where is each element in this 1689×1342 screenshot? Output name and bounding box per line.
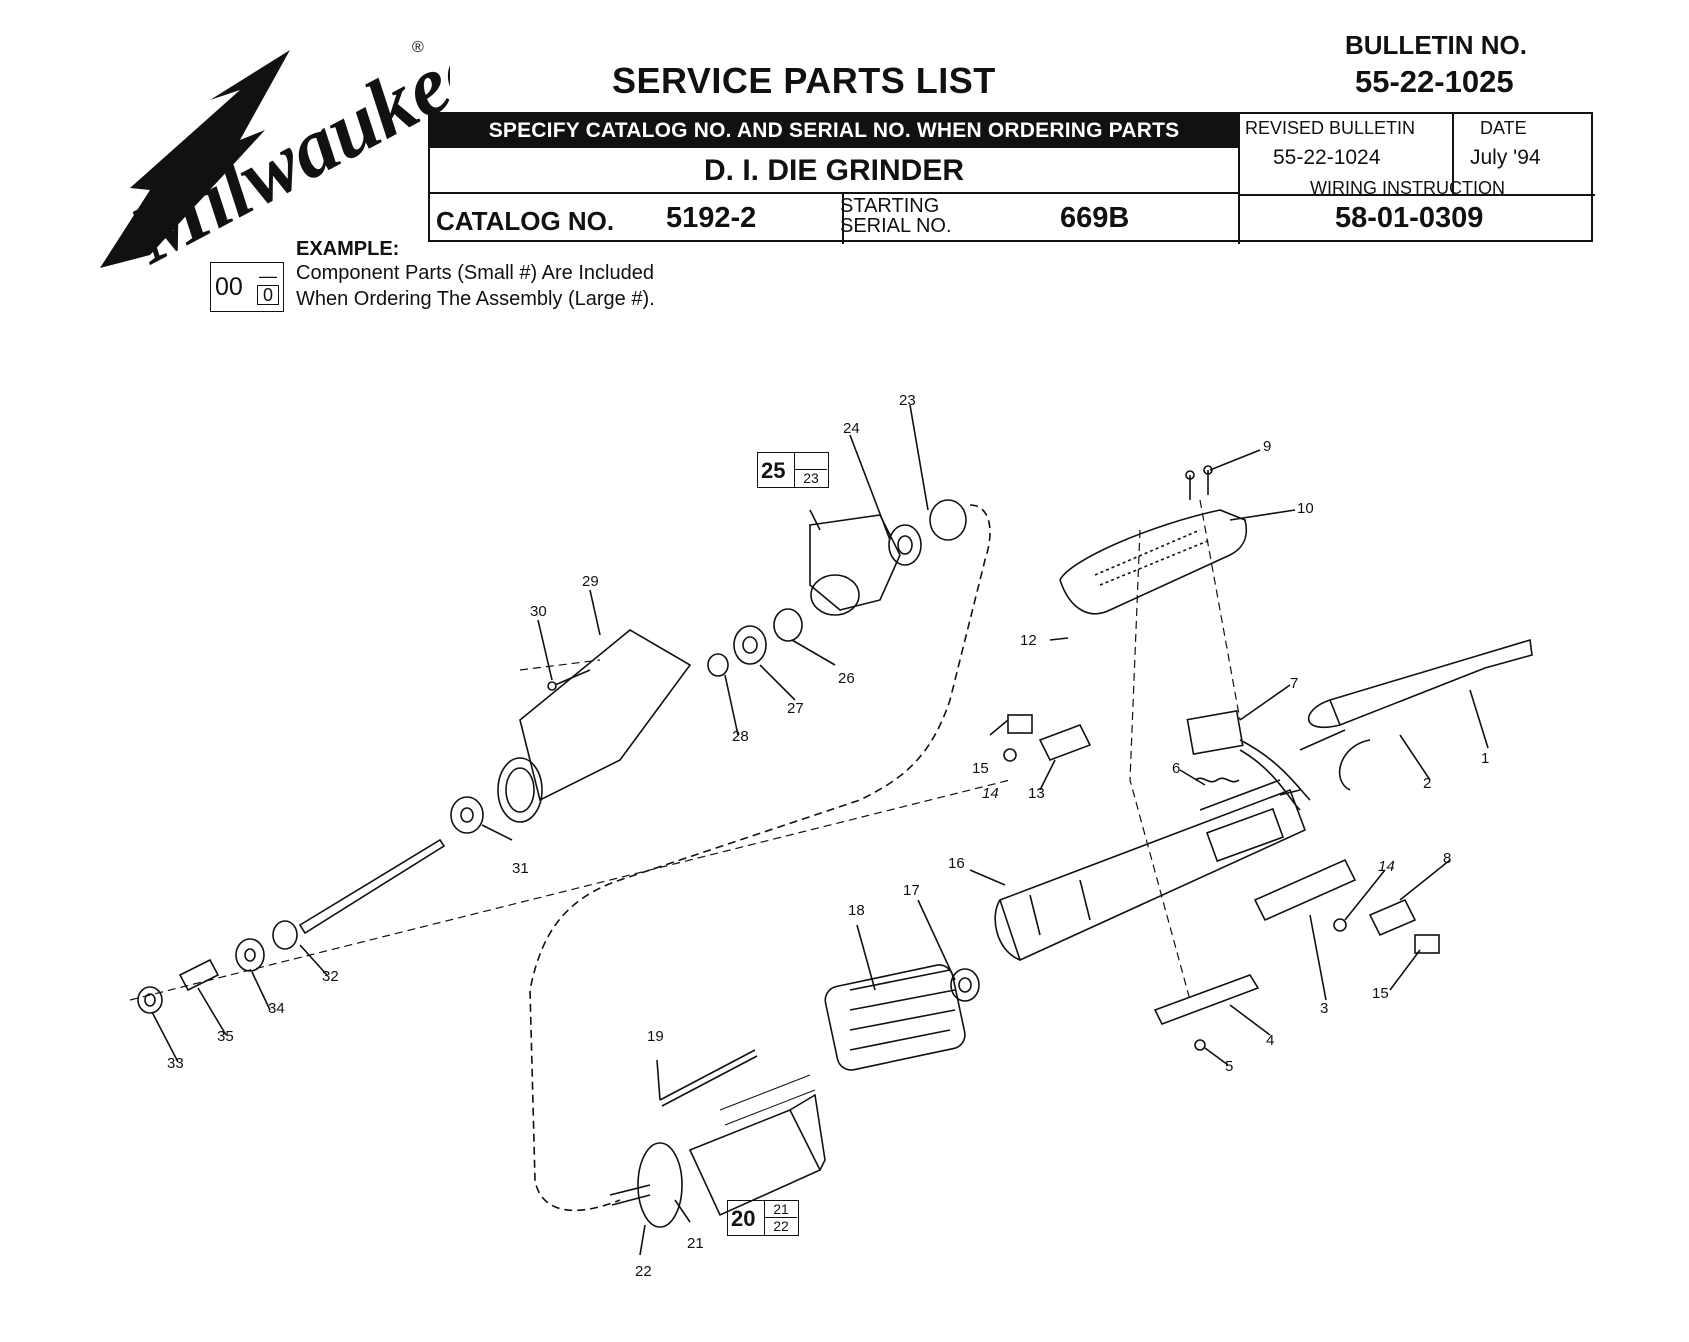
example-text-line-1: Component Parts (Small #) Are Included: [296, 262, 654, 284]
part-label-7: 7: [1290, 675, 1299, 692]
part-label-29: 29: [582, 573, 599, 590]
part-label-32: 32: [322, 968, 339, 985]
part-label-34: 34: [268, 1000, 285, 1017]
part-label-27: 27: [787, 700, 804, 717]
part-label-2: 2: [1423, 775, 1432, 792]
part-label-17: 17: [903, 882, 920, 899]
part-label-23: 23: [899, 392, 916, 409]
example-small-number: — 0: [257, 267, 279, 305]
assembly-component-bottom: 23: [803, 470, 819, 486]
diagram-drawing: [129, 404, 1533, 1256]
part-label-9: 9: [1263, 438, 1272, 455]
part-label-12: 12: [1020, 632, 1037, 649]
part-label-18: 18: [848, 902, 865, 919]
serial-number: 669B: [1060, 202, 1130, 234]
part-label-31: 31: [512, 860, 529, 877]
part-label-33: 33: [167, 1055, 184, 1072]
registered-mark: ®: [412, 39, 424, 56]
exploded-parts-diagram: 1 2 3 4 5 6 7 8 9 10 12 13 14 14 15 15 1…: [0, 380, 1689, 1342]
assembly-components: 23: [794, 453, 827, 487]
example-small-top: —: [259, 266, 277, 286]
header-table: SPECIFY CATALOG NO. AND SERIAL NO. WHEN …: [428, 112, 1595, 244]
part-label-6: 6: [1172, 760, 1181, 777]
table-divider: [1238, 194, 1595, 196]
assembly-callout-25: 25 23: [757, 452, 829, 488]
starting-label: STARTING: [840, 195, 940, 217]
bulletin-label: BULLETIN NO.: [1345, 30, 1527, 60]
part-label-14: 14: [1378, 858, 1395, 875]
example-small-bottom: 0: [257, 285, 279, 305]
example-big-number: 00: [215, 273, 243, 301]
page-title: SERVICE PARTS LIST: [612, 60, 996, 101]
part-label-4: 4: [1266, 1032, 1275, 1049]
part-label-28: 28: [732, 728, 749, 745]
example-assembly-box: 00 — 0: [210, 262, 284, 312]
part-label-22: 22: [635, 1263, 652, 1280]
part-label-13: 13: [1028, 785, 1045, 802]
assembly-component-top: [795, 453, 827, 470]
part-label-1: 1: [1481, 750, 1490, 767]
part-label-5: 5: [1225, 1058, 1234, 1075]
assembly-callout-20: 20 21 22: [727, 1200, 799, 1236]
assembly-components: 21 22: [764, 1201, 797, 1235]
catalog-label: CATALOG NO.: [436, 206, 615, 236]
example-text-line-2: When Ordering The Assembly (Large #).: [296, 288, 655, 310]
date-label: DATE: [1480, 118, 1527, 138]
ordering-banner: SPECIFY CATALOG NO. AND SERIAL NO. WHEN …: [430, 114, 1238, 148]
assembly-number: 20: [731, 1206, 756, 1231]
assembly-component-top: 21: [765, 1201, 797, 1218]
bulletin-number: 55-22-1025: [1355, 64, 1514, 99]
assembly-number: 25: [761, 458, 786, 483]
revised-bulletin-number: 55-22-1024: [1273, 146, 1381, 169]
part-label-15: 15: [1372, 985, 1389, 1002]
part-label-3: 3: [1320, 1000, 1329, 1017]
part-label-19: 19: [647, 1028, 664, 1045]
part-label-35: 35: [217, 1028, 234, 1045]
part-label-16: 16: [948, 855, 965, 872]
part-label-24: 24: [843, 420, 860, 437]
logo-wordmark: Milwaukee: [115, 30, 450, 280]
revised-bulletin-label: REVISED BULLETIN: [1245, 118, 1416, 138]
table-divider: [842, 194, 844, 244]
part-label-21: 21: [687, 1235, 704, 1252]
catalog-number: 5192-2: [666, 202, 757, 234]
milwaukee-logo: Milwaukee ®: [100, 30, 450, 280]
wiring-instruction-number: 58-01-0309: [1335, 202, 1484, 234]
part-label-10: 10: [1297, 500, 1314, 517]
part-label-15: 15: [972, 760, 989, 777]
part-label-8: 8: [1443, 850, 1452, 867]
assembly-component-bottom: 22: [773, 1218, 789, 1234]
date-value: July '94: [1470, 146, 1541, 169]
serial-label: SERIAL NO.: [840, 215, 952, 237]
product-name: D. I. DIE GRINDER: [430, 148, 1238, 194]
table-divider: [1452, 114, 1454, 194]
starting-serial-label: STARTING SERIAL NO.: [840, 196, 952, 236]
part-label-30: 30: [530, 603, 547, 620]
table-divider: [1238, 114, 1240, 244]
wiring-instruction-label: WIRING INSTRUCTION: [1310, 178, 1505, 198]
part-label-26: 26: [838, 670, 855, 687]
part-label-14: 14: [982, 785, 999, 802]
example-label: EXAMPLE:: [296, 238, 400, 260]
